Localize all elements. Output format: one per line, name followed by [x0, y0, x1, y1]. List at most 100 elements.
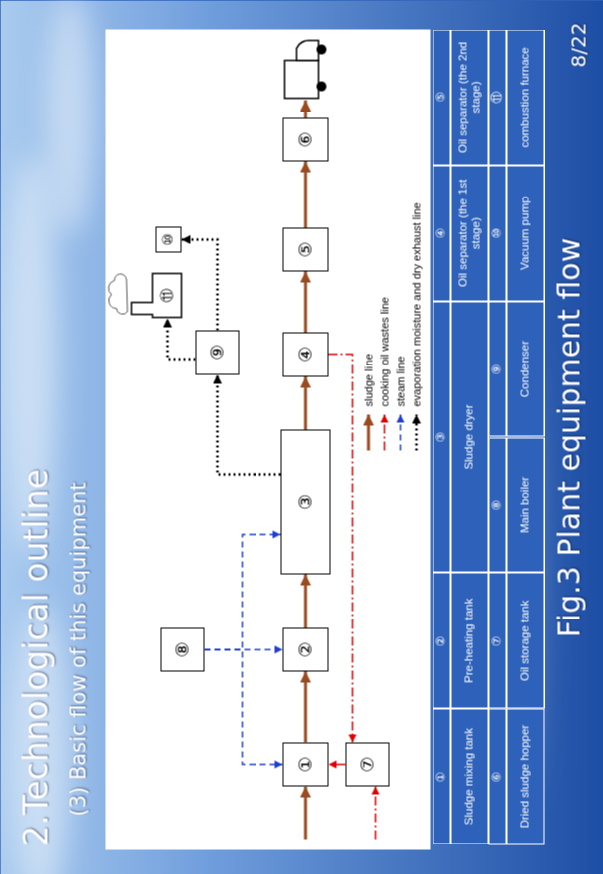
table-number: ②	[434, 635, 448, 646]
legend-item: steam line	[392, 356, 407, 452]
table-number: ⑩	[490, 227, 504, 238]
sludge-connector	[304, 376, 307, 429]
table-cell: Condenser	[518, 340, 531, 396]
table-cell-box: ①	[432, 708, 450, 844]
table-cell-box: Dried sludge hopper	[506, 708, 544, 844]
equipment-box: ②	[282, 627, 328, 671]
table-cell-box: Vacuum pump	[506, 165, 544, 301]
oil-input-arrow	[374, 786, 376, 839]
equipment-box: ①	[282, 742, 328, 786]
steam-connector	[204, 649, 282, 764]
table-cell-box: Sludge mixing tank	[450, 708, 488, 844]
table-cell: Main boiler	[518, 476, 531, 532]
table-number: ④	[434, 227, 448, 238]
table-number: ⑧	[490, 499, 504, 510]
exhaust-connector	[167, 318, 195, 359]
figure-caption: Fig.3 Plant equipment flow	[551, 0, 586, 874]
table-cell-box: ③	[432, 301, 450, 573]
sludge-connector	[304, 271, 307, 332]
equipment-number: ①	[295, 756, 315, 772]
table-cell: Oil separator (the 2nd stage)	[456, 33, 482, 161]
equipment-box: ⑤	[282, 227, 328, 271]
table-cell-box: Oil separator (the 1st stage)	[450, 165, 488, 301]
equipment-number: ⑪	[159, 288, 174, 302]
table-number: ③	[434, 431, 448, 442]
legend-sample	[394, 412, 406, 452]
legend-item: cooking oil wastes line	[376, 297, 391, 452]
exhaust-connector	[181, 239, 217, 330]
equipment-box: ④	[282, 332, 328, 376]
table-cell-box: ②	[432, 572, 450, 708]
legend-sample	[378, 412, 390, 452]
table-number: ⑦	[490, 635, 504, 646]
table-cell: Oil separator (the 1st stage)	[456, 169, 482, 297]
equipment-number: ⑧	[172, 641, 192, 657]
table-cell-box: Oil storage tank	[506, 572, 544, 708]
legend-line	[414, 414, 417, 450]
table-cell: Oil storage tank	[518, 600, 531, 681]
table-cell-box: ⑩	[488, 165, 506, 301]
chimney-shape	[131, 273, 181, 317]
equipment-number: ②	[295, 641, 315, 657]
equipment-box: ⑥	[282, 117, 328, 161]
legend-line	[366, 414, 369, 450]
truck-icon	[284, 40, 326, 98]
oil-connector	[328, 354, 352, 742]
table-cell-box: Condenser	[506, 301, 544, 437]
table-number: ①	[434, 771, 448, 782]
legend-line	[399, 414, 401, 450]
truck-arrow	[304, 100, 307, 117]
chimney-symbol: ⑪	[130, 272, 182, 318]
equipment-box: ⑩	[155, 226, 181, 252]
table-cell-box: Pre-heating tank	[450, 572, 488, 708]
diagram-panel	[105, 29, 430, 849]
equipment-number: ⑨	[207, 344, 227, 360]
table-cell: Sludge mixing tank	[462, 728, 475, 825]
equipment-number: ⑥	[295, 131, 315, 147]
table-number: ⑤	[434, 91, 448, 102]
table-number: ⑨	[490, 363, 504, 374]
table-cell-box: ⑤	[432, 29, 450, 165]
equipment-number: ⑦	[357, 756, 377, 772]
table-cell: Vacuum pump	[518, 196, 531, 269]
equipment-number: ③	[295, 493, 315, 509]
equipment-box: ⑧	[160, 627, 204, 671]
legend-item: sludge line	[360, 353, 375, 452]
table-cell-box: ⑧	[488, 437, 506, 573]
page-number: 8/22	[566, 22, 590, 67]
exhaust-connector	[217, 374, 280, 474]
legend-text: cooking oil wastes line	[378, 297, 390, 406]
legend-line	[383, 414, 385, 450]
sky-clouds	[4, 0, 540, 874]
legend-sample	[410, 412, 422, 452]
legend-item: evaporation moisture and dry exhaust lin…	[408, 202, 423, 452]
table-cell-box: combustion furnace	[506, 29, 544, 165]
table-cell: Dried sludge hopper	[518, 724, 531, 828]
legend-text: sludge line	[362, 353, 374, 406]
equipment-number: ⑩	[160, 233, 175, 246]
table-number: ⑪	[490, 91, 504, 103]
legend-text: evaporation moisture and dry exhaust lin…	[410, 202, 422, 406]
legend-sample	[362, 412, 374, 452]
smoke-cloud	[108, 273, 127, 313]
equipment-box: ③	[280, 429, 330, 574]
table-cell: combustion furnace	[518, 47, 531, 147]
sludge-connector	[304, 574, 307, 627]
table-cell-box: ④	[432, 165, 450, 301]
table-cell: Sludge dryer	[462, 404, 475, 469]
equipment-box: ⑦	[345, 742, 389, 786]
steam-connector	[204, 534, 280, 649]
equipment-box: ⑨	[195, 330, 239, 374]
sludge-input-arrow	[304, 786, 307, 839]
equipment-number: ④	[295, 346, 315, 362]
table-cell-box: Sludge dryer	[450, 301, 488, 573]
table-cell-box: ⑦	[488, 572, 506, 708]
table-cell-box: ⑪	[488, 29, 506, 165]
table-cell-box: Main boiler	[506, 437, 544, 573]
oil-connector	[328, 763, 345, 765]
table-cell-box: Oil separator (the 2nd stage)	[450, 29, 488, 165]
sludge-connector	[304, 671, 307, 742]
table-cell-box: ⑥	[488, 708, 506, 844]
legend-text: steam line	[394, 356, 406, 406]
